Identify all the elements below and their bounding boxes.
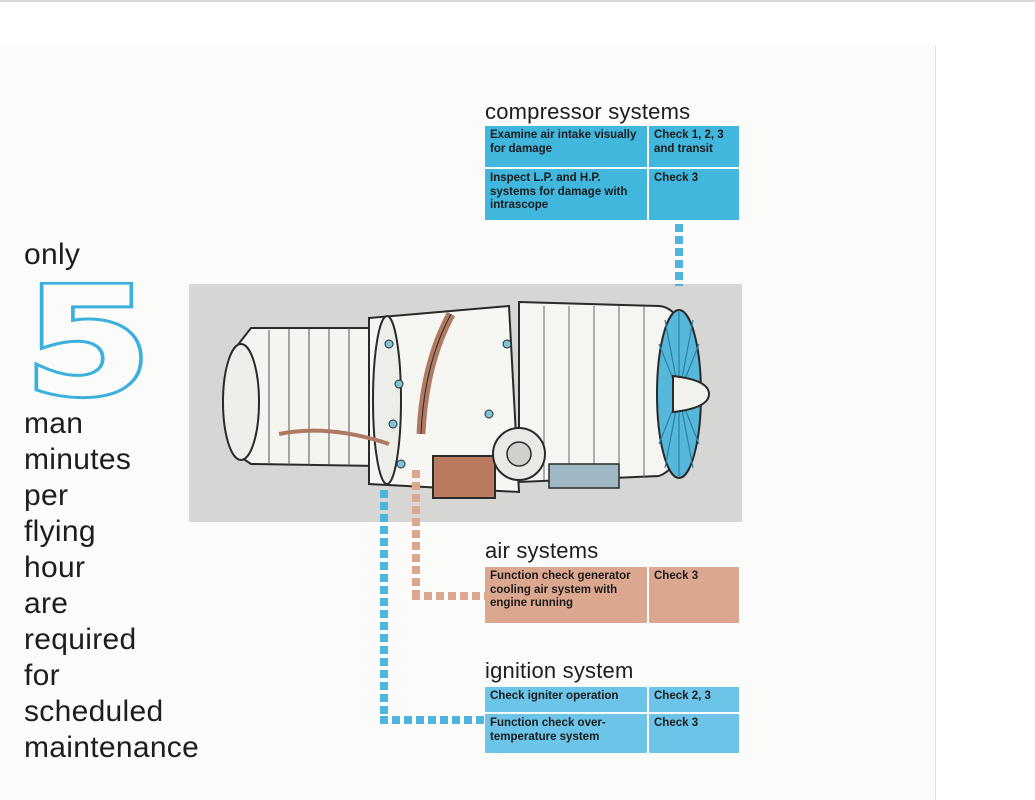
air-systems-title: air systems bbox=[485, 538, 599, 563]
check-cell: Check 3 bbox=[647, 567, 739, 623]
big-number-text: 5 bbox=[24, 282, 152, 402]
ignition-connector-vertical bbox=[380, 490, 388, 722]
check-cell: Check 3 bbox=[647, 167, 739, 220]
table-row: Function check generator cooling air sys… bbox=[485, 567, 739, 623]
table-row: Function check over-temperature system C… bbox=[485, 712, 739, 753]
headline-line: scheduled bbox=[24, 695, 164, 728]
headline-lines: man minutes per flying hour are required… bbox=[24, 406, 199, 766]
headline-line: are bbox=[24, 587, 69, 620]
headline-line: per bbox=[24, 479, 69, 512]
compressor-systems-title: compressor systems bbox=[485, 99, 691, 124]
table-row: Check igniter operation Check 2, 3 bbox=[485, 687, 739, 713]
ignition-connector-horizontal bbox=[380, 716, 486, 724]
compressor-systems-table: Examine air intake visually for damage C… bbox=[485, 126, 739, 220]
engine-illustration-panel bbox=[189, 284, 742, 522]
big-number-five: 5 bbox=[21, 282, 155, 402]
headline-line: man bbox=[24, 407, 84, 440]
lead-word: only bbox=[24, 238, 81, 271]
task-cell: Check igniter operation bbox=[485, 687, 648, 713]
task-cell: Examine air intake visually for damage bbox=[485, 126, 648, 168]
jet-engine-illustration bbox=[222, 300, 711, 499]
compressor-connector-line bbox=[675, 224, 683, 286]
ignition-system-title: ignition system bbox=[485, 658, 634, 683]
task-cell: Inspect L.P. and H.P. systems for damage… bbox=[485, 167, 648, 220]
air-connector-horizontal bbox=[412, 592, 486, 600]
headline-line: flying bbox=[24, 515, 96, 548]
check-cell: Check 3 bbox=[647, 712, 739, 753]
headline-line: minutes bbox=[24, 443, 132, 476]
task-cell: Function check generator cooling air sys… bbox=[485, 567, 648, 623]
page-top-edge bbox=[0, 0, 1035, 2]
air-systems-table: Function check generator cooling air sys… bbox=[485, 567, 739, 623]
check-cell: Check 2, 3 bbox=[647, 687, 739, 713]
headline-line: for bbox=[24, 659, 60, 692]
headline-line: maintenance bbox=[24, 731, 200, 764]
table-row: Examine air intake visually for damage C… bbox=[485, 126, 739, 168]
table-row: Inspect L.P. and H.P. systems for damage… bbox=[485, 167, 739, 220]
ignition-system-table: Check igniter operation Check 2, 3 Funct… bbox=[485, 687, 739, 753]
check-cell: Check 1, 2, 3 and transit bbox=[647, 126, 739, 168]
headline-line: required bbox=[24, 623, 137, 656]
air-connector-vertical bbox=[412, 470, 420, 600]
headline-line: hour bbox=[24, 551, 86, 584]
task-cell: Function check over-temperature system bbox=[485, 712, 648, 753]
